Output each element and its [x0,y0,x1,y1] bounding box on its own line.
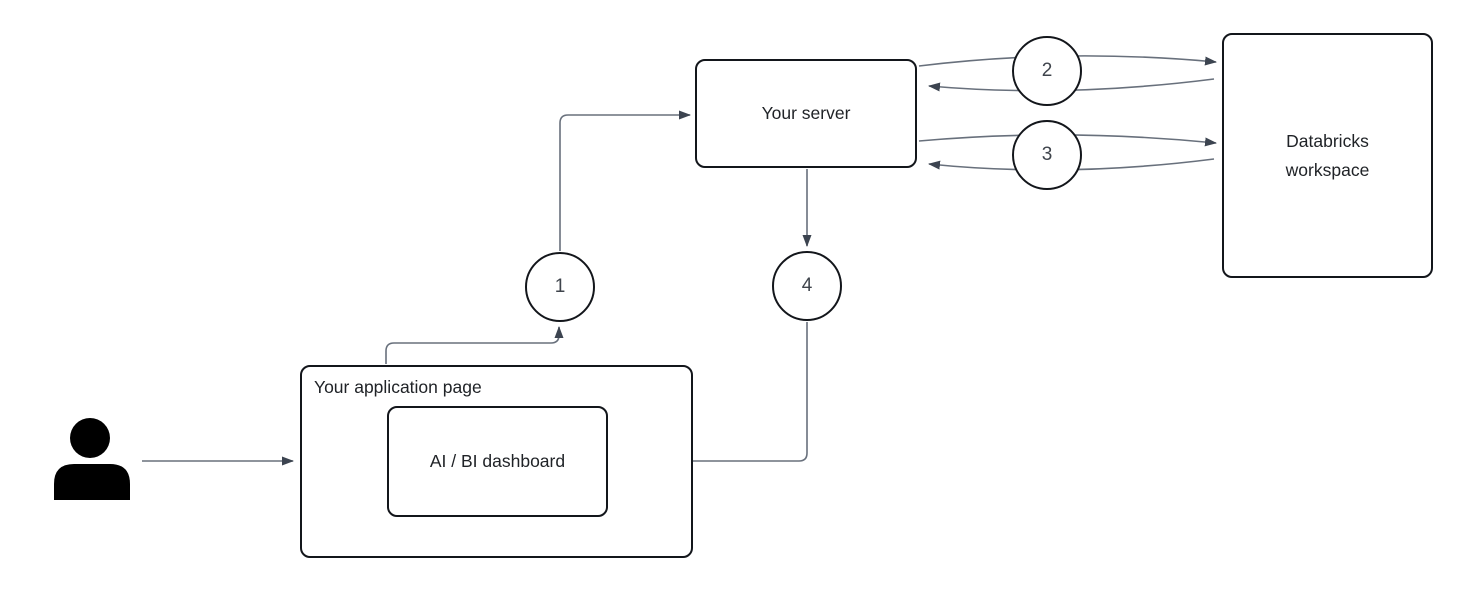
step-badge-3-number: 3 [1041,144,1053,165]
step-badge-2-number: 2 [1041,60,1053,81]
application-page-label: Your application page [314,377,482,397]
step-badge-4-number: 4 [801,275,813,296]
person-icon [54,418,130,500]
step-badge-4: 4 [772,251,842,321]
connector-app-to-step1 [385,326,564,364]
connector-step4-to-dashboard [615,322,808,466]
server-node: Your server [695,59,917,168]
databricks-workspace-node: Databricks workspace [1222,33,1433,278]
databricks-node-label-line2: workspace [1285,159,1370,180]
databricks-node-label-line1: Databricks [1286,130,1369,151]
server-node-label: Your server [761,103,851,123]
connector-step1-to-server [559,110,691,251]
step-badge-2: 2 [1012,36,1082,106]
step-badge-1: 1 [525,252,595,322]
step-badge-1-number: 1 [554,276,566,297]
dashboard-node-label: AI / BI dashboard [429,451,566,471]
step-badge-3: 3 [1012,120,1082,190]
dashboard-node: AI / BI dashboard [387,406,608,517]
